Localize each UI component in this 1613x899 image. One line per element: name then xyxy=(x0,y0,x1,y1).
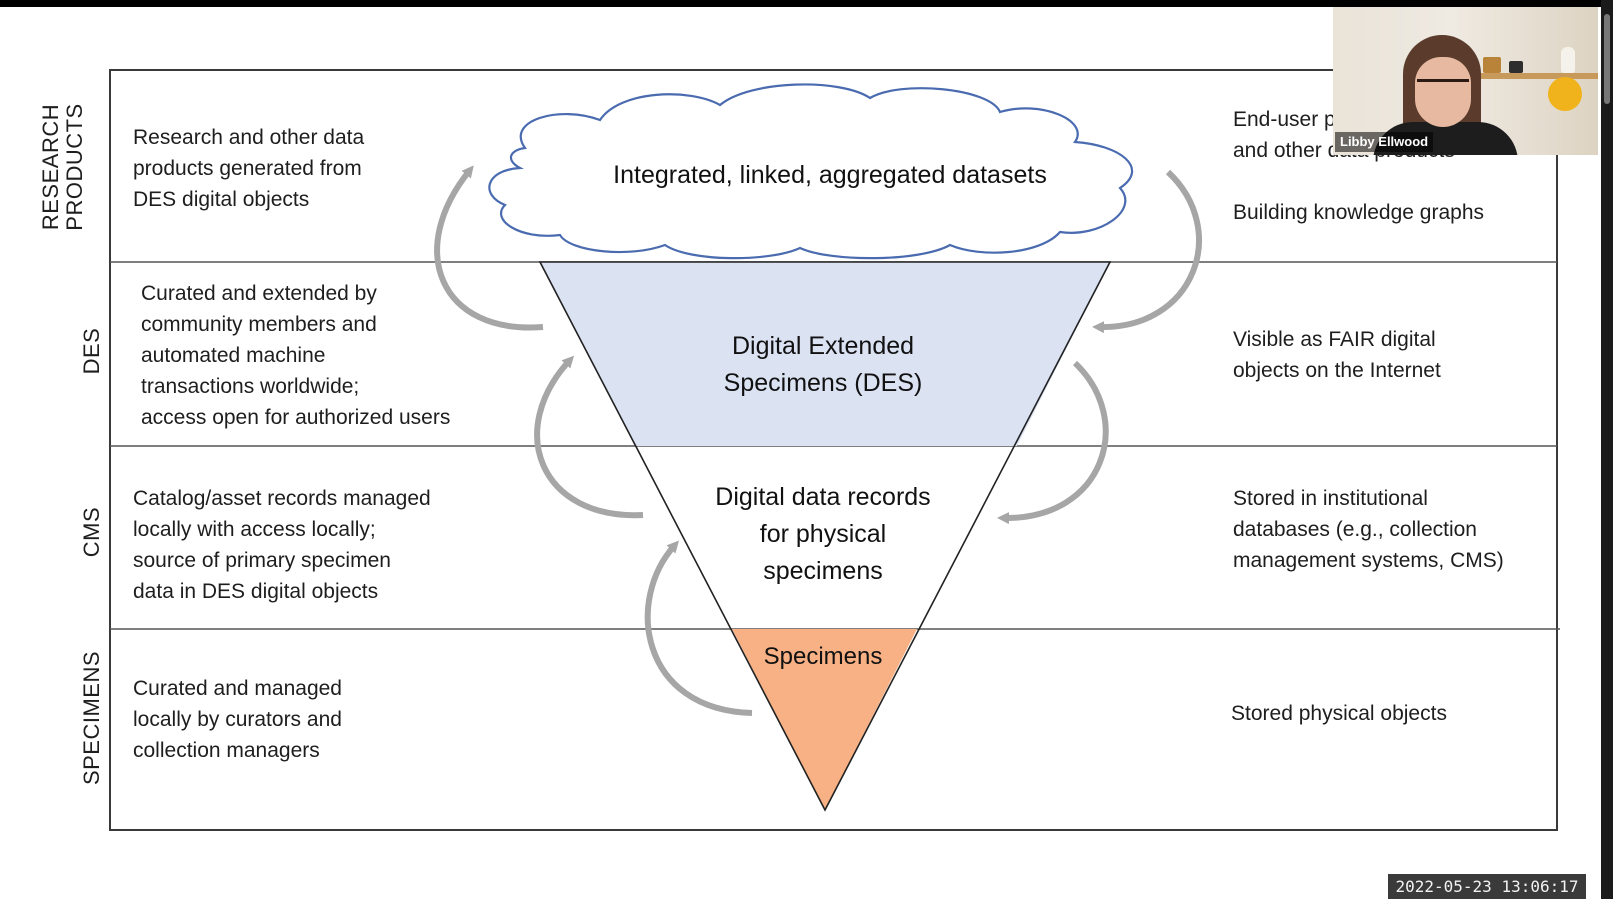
specimens-right-text: Stored physical objects xyxy=(1231,702,1447,725)
shelf-object xyxy=(1548,77,1582,111)
arrow-research-to-des-right xyxy=(1092,169,1202,334)
arrow-des-to-cms-right xyxy=(997,360,1109,525)
des-left-text: Curated and extended by community member… xyxy=(141,282,451,429)
row-label-specimens: SPECIMENS xyxy=(79,650,104,786)
scrollbar-track[interactable] xyxy=(1601,0,1613,899)
row-label-cms: CMS xyxy=(79,506,104,558)
arrow-cms-to-des-left xyxy=(534,355,644,519)
specimens-label: Specimens xyxy=(763,643,883,670)
vase xyxy=(1561,47,1575,73)
participant-face xyxy=(1415,57,1471,127)
shelf xyxy=(1478,73,1598,79)
des-right-text: Visible as FAIR digital objects on the I… xyxy=(1233,328,1441,382)
recording-timestamp: 2022-05-23 13:06:17 xyxy=(1388,874,1586,899)
shelf-object xyxy=(1509,61,1523,73)
arrow-specimens-to-cms-left xyxy=(644,540,753,716)
shelf-object xyxy=(1483,57,1501,73)
cloud-shape xyxy=(488,83,1134,260)
scrollbar-thumb[interactable] xyxy=(1604,14,1610,104)
participant-name-tag: Libby Ellwood xyxy=(1335,132,1434,152)
des-band xyxy=(540,262,1110,446)
des-label: Digital Extended Specimens (DES) xyxy=(723,332,923,397)
row-label-des: DES xyxy=(79,327,104,375)
cloud-label: Integrated, linked, aggregated datasets xyxy=(613,161,1047,189)
specimens-left-text: Curated and managed locally by curators … xyxy=(133,677,342,762)
participant-video[interactable] xyxy=(1333,7,1598,155)
arrow-des-to-research-left xyxy=(434,165,544,331)
cms-left-text: Catalog/asset records managed locally wi… xyxy=(133,487,431,603)
table-frame xyxy=(109,69,1558,831)
research-left-text: Research and other data products generat… xyxy=(133,126,365,211)
specimens-band xyxy=(732,629,917,810)
row-label-research-products: RESEARCH PRODUCTS xyxy=(38,103,87,231)
window-top-bar xyxy=(0,0,1613,7)
participant-glasses xyxy=(1417,79,1469,96)
cms-right-text: Stored in institutional databases (e.g.,… xyxy=(1233,487,1504,572)
funnel-outline xyxy=(538,261,1112,812)
records-label: Digital data records for physical specim… xyxy=(715,483,931,585)
